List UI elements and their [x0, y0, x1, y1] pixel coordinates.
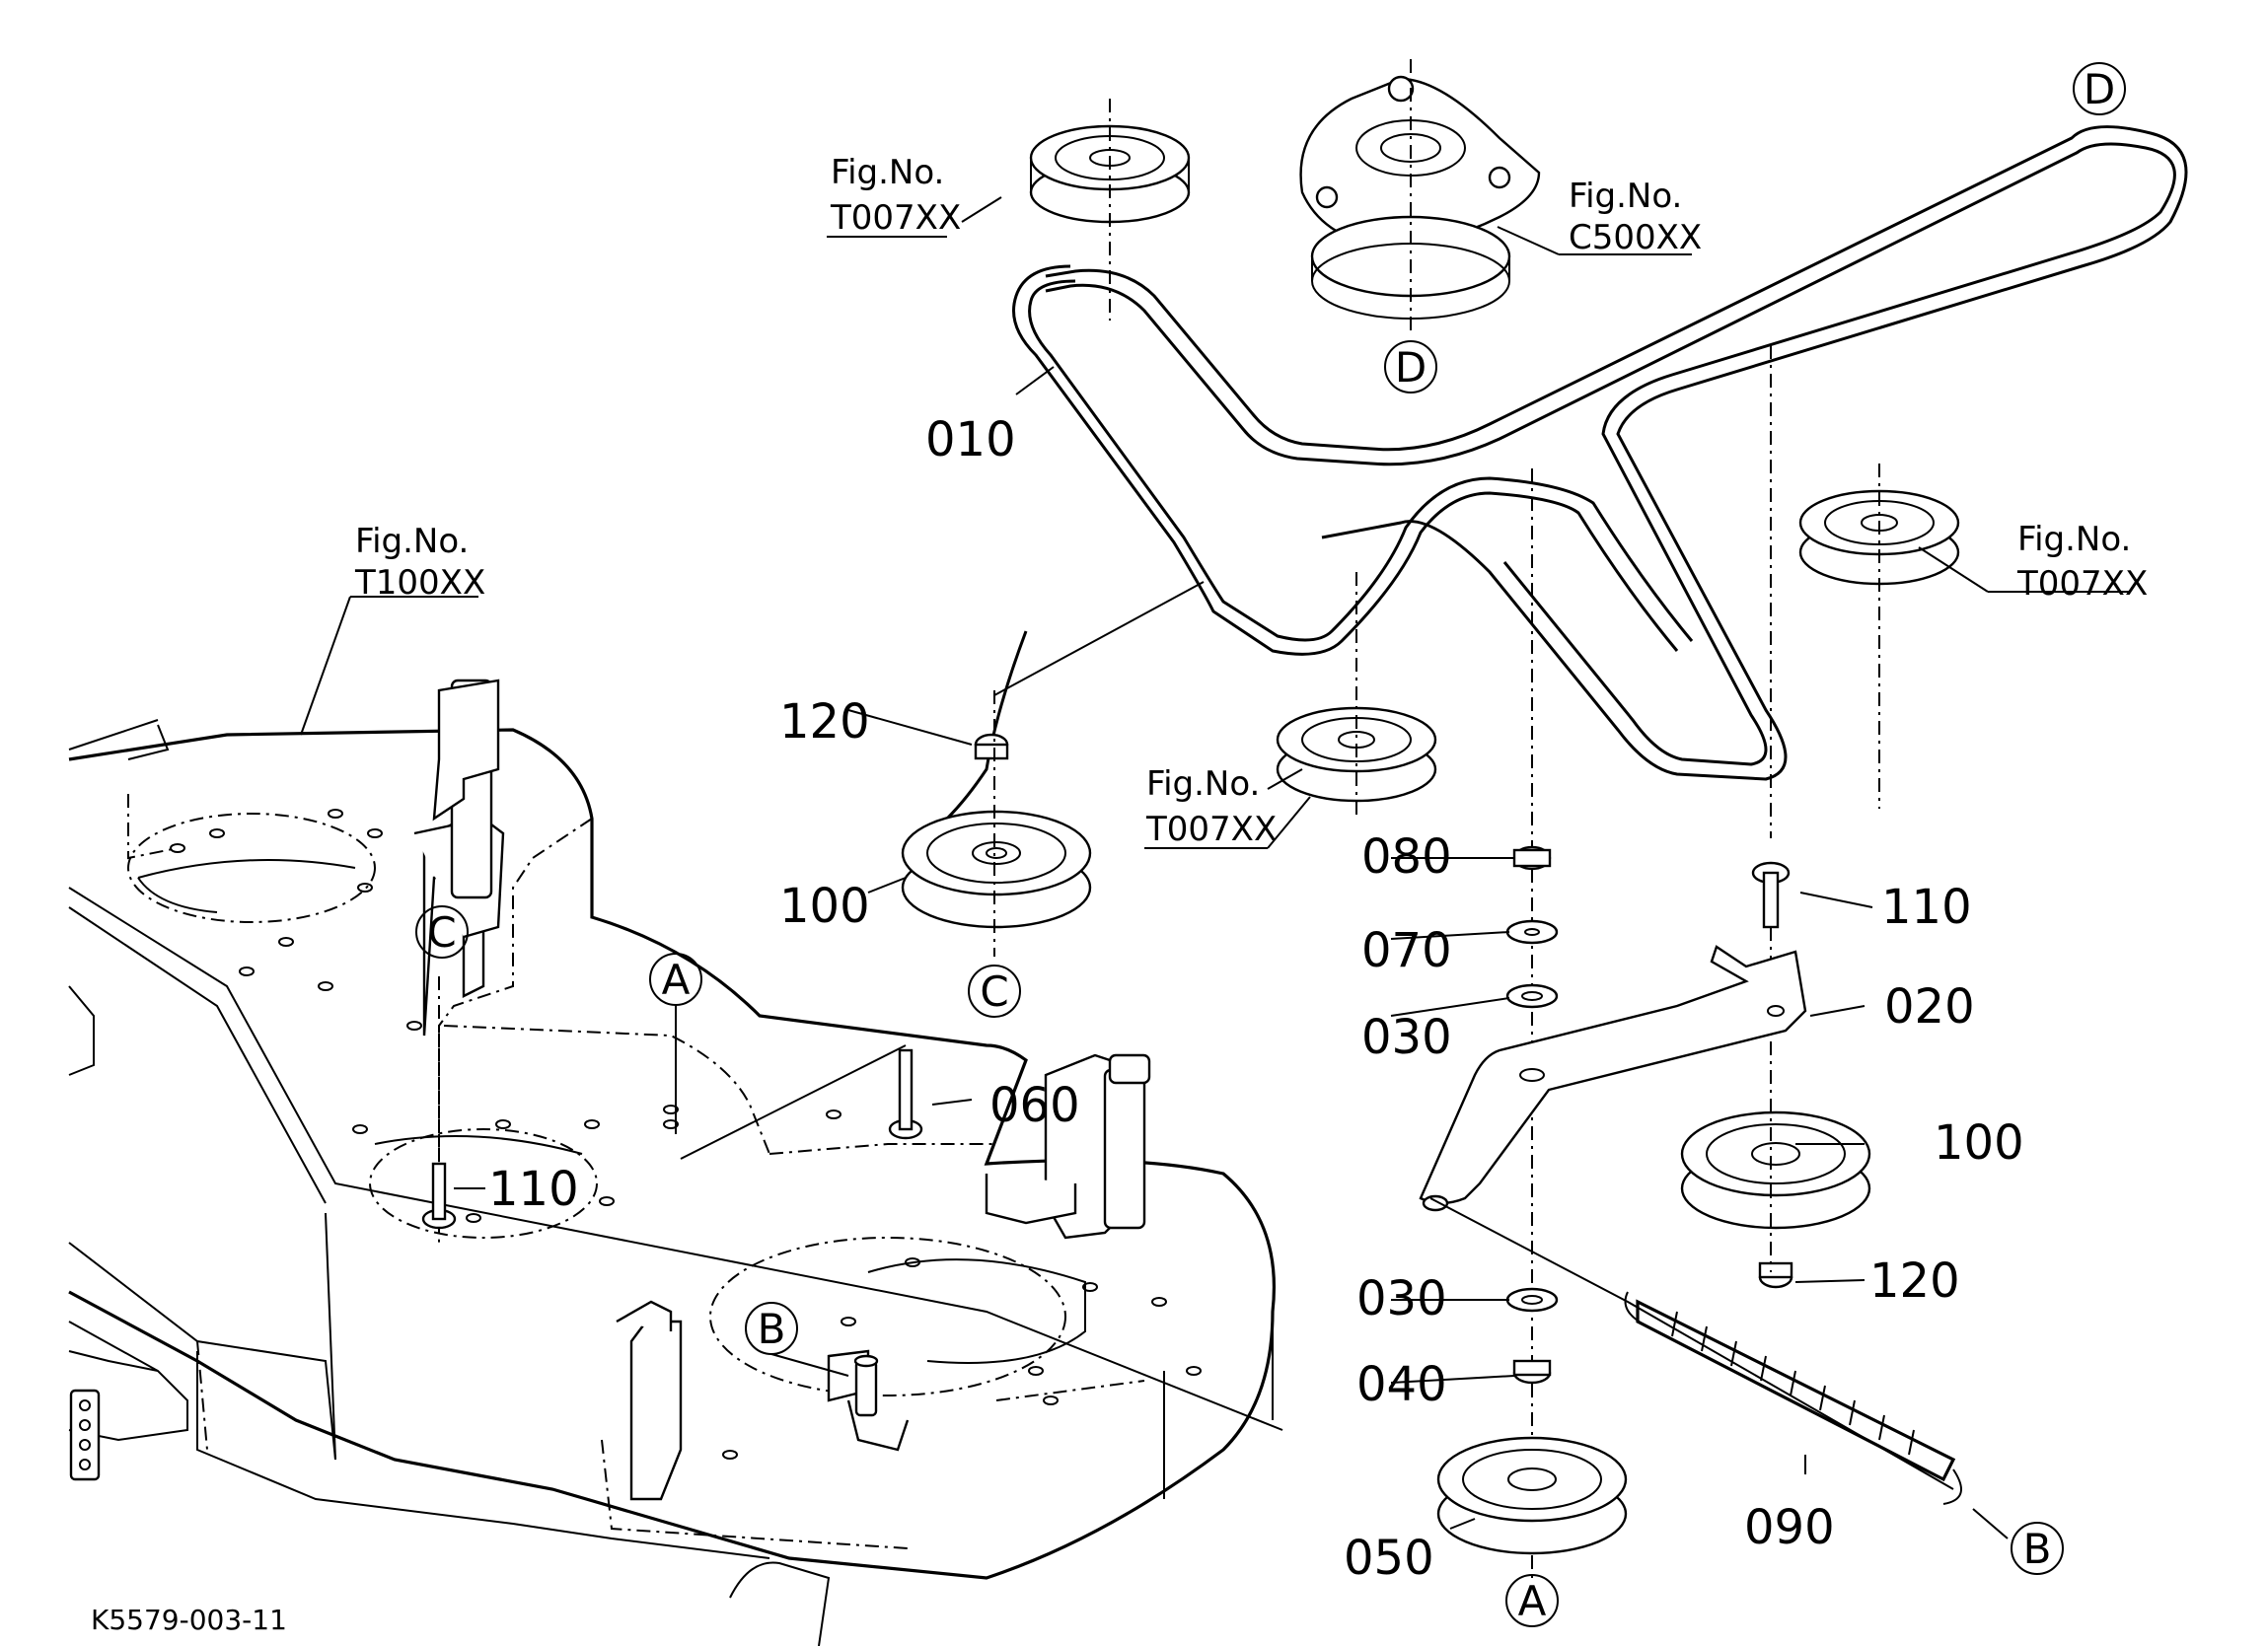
deck-holes	[170, 809, 1202, 1460]
pulley-050	[1436, 1436, 1628, 1555]
fig-ref-c500-line2: C500XX	[1569, 218, 1702, 257]
bolt-060	[680, 1044, 923, 1160]
svg-text:D: D	[2084, 65, 2115, 113]
drawing-code: K5579-003-11	[91, 1604, 287, 1636]
marker-a-bottom: A	[1505, 1574, 1559, 1627]
label-100-right: 100	[1934, 1115, 2024, 1171]
marker-b-right: B	[2011, 1522, 2064, 1575]
electric-clutch	[1299, 59, 1541, 335]
fig-ref-t007-right-line1: Fig.No.	[2017, 520, 2131, 559]
label-050: 050	[1344, 1531, 1434, 1586]
label-010: 010	[925, 412, 1016, 467]
mower-deck	[68, 679, 1283, 1646]
label-060: 060	[989, 1078, 1080, 1133]
pulley-100-right	[1680, 1110, 1871, 1289]
marker-a-top: A	[649, 953, 702, 1006]
idler-pulley-middle	[1276, 572, 1437, 819]
svg-text:B: B	[758, 1305, 786, 1353]
label-030-bottom: 030	[1356, 1271, 1447, 1326]
label-120-left: 120	[779, 694, 870, 750]
marker-d-top: D	[2073, 62, 2126, 115]
svg-text:C: C	[980, 967, 1008, 1016]
belt-010-main	[1012, 264, 1694, 656]
pulley-100-left	[901, 690, 1092, 957]
figure-reference-labels: Fig.No. T007XX Fig.No. C500XX Fig.No. T0…	[354, 153, 2148, 849]
label-080: 080	[1361, 829, 1452, 885]
fig-ref-t007-top-line1: Fig.No.	[831, 153, 944, 192]
label-100-left: 100	[779, 879, 870, 934]
label-110-left: 110	[488, 1162, 579, 1217]
label-020: 020	[1884, 979, 1975, 1035]
marker-b-left: B	[745, 1302, 798, 1355]
svg-text:C: C	[427, 908, 456, 957]
marker-c-left: C	[415, 905, 469, 959]
marker-d-clutch: D	[1384, 340, 1437, 394]
label-120-right: 120	[1869, 1253, 1960, 1309]
svg-text:A: A	[1518, 1577, 1547, 1625]
part-number-labels: 010 120 100 080 070 030 110 020 100 120 …	[488, 412, 2024, 1586]
reference-markers: D D C C A A B B	[415, 62, 2126, 1627]
fig-ref-c500-line1: Fig.No.	[1569, 177, 1682, 216]
label-110-right: 110	[1881, 880, 1972, 935]
label-030-top: 030	[1361, 1010, 1452, 1065]
fig-ref-t007-mid-line1: Fig.No.	[1146, 764, 1260, 804]
svg-text:A: A	[662, 956, 691, 1004]
bolt-110-left	[421, 976, 457, 1230]
fig-ref-t007-mid-line2: T007XX	[1145, 810, 1277, 849]
spring-090	[1429, 1197, 1962, 1505]
idler-pulley-top	[1029, 99, 1191, 321]
center-fastener-stack	[1505, 468, 1559, 1578]
idler-pulley-right	[1798, 464, 1960, 809]
marker-c-pulley: C	[968, 965, 1021, 1018]
belt-010	[945, 125, 2188, 821]
fig-ref-t007-top-line2: T007XX	[830, 198, 961, 238]
fig-ref-t100-line2: T100XX	[354, 563, 485, 603]
label-040: 040	[1356, 1357, 1447, 1412]
tension-arm-020	[1419, 945, 1807, 1212]
label-090: 090	[1744, 1500, 1835, 1555]
svg-text:D: D	[1395, 343, 1427, 392]
label-070: 070	[1361, 923, 1452, 978]
fig-ref-t007-right-line2: T007XX	[2016, 564, 2148, 604]
svg-text:B: B	[2023, 1525, 2052, 1573]
fig-ref-t100-line1: Fig.No.	[355, 522, 469, 561]
leader-lines	[300, 196, 2131, 1539]
